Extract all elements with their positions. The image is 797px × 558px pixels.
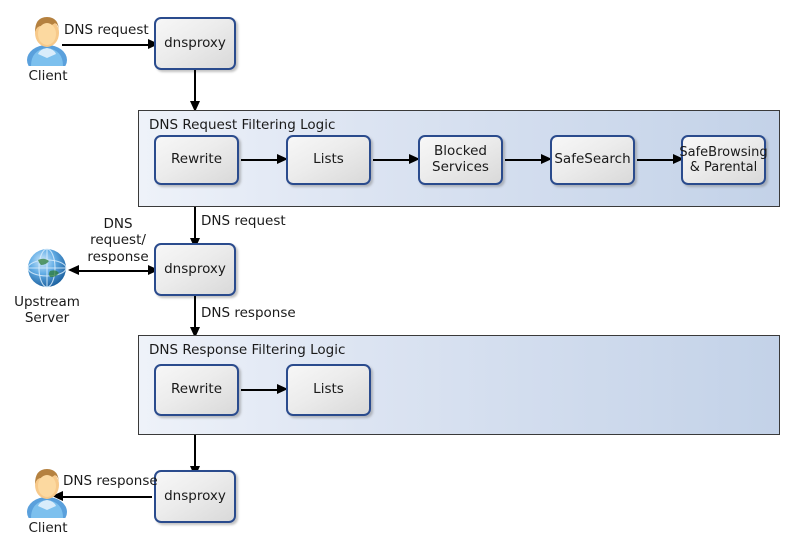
edge-label-proxy-to-response-panel: DNS response <box>201 305 296 321</box>
dnsproxy-bottom[interactable]: dnsproxy <box>154 470 236 523</box>
arrowhead-to-upstream <box>68 264 79 275</box>
response-filtering-panel: DNS Response Filtering Logic <box>138 335 780 435</box>
edge-lists-to-blocked-services <box>373 159 410 161</box>
user-avatar-icon <box>27 17 67 66</box>
dnsproxy-top[interactable]: dnsproxy <box>154 17 236 70</box>
edge-safesearch-to-safebrowsing <box>637 159 674 161</box>
request-panel-title: DNS Request Filtering Logic <box>149 117 336 133</box>
edge-label-upstream-exchange: DNS request/ response <box>87 216 149 265</box>
request-stage-safesearch[interactable]: SafeSearch <box>550 135 635 185</box>
arrowhead-safesearch-to-safebrowsing <box>673 153 684 164</box>
response-stage-lists[interactable]: Lists <box>286 364 371 416</box>
edge-request-panel-to-proxy <box>194 207 196 240</box>
edge-proxy-to-client <box>62 496 152 498</box>
edge-label-proxy-to-client: DNS response <box>63 473 158 489</box>
edge-upstream-to-proxy <box>79 270 149 272</box>
edge-label-panel-to-proxy: DNS request <box>201 213 286 229</box>
globe-icon <box>27 248 67 288</box>
arrowhead-blocked-services-to-safesearch <box>541 153 552 164</box>
request-stage-safebrowsing-parental[interactable]: SafeBrowsing & Parental <box>679 135 768 185</box>
arrowhead-lists-to-blocked-services <box>409 153 420 164</box>
edge-proxy-to-request-panel <box>194 70 196 103</box>
user-avatar-icon-bottom <box>27 469 67 518</box>
arrowhead-rewrite-to-lists <box>277 153 288 164</box>
client-top-label: Client <box>28 68 68 84</box>
arrowhead-to-proxy-middle <box>148 264 159 275</box>
response-panel-title: DNS Response Filtering Logic <box>149 342 346 358</box>
request-stage-lists[interactable]: Lists <box>286 135 371 185</box>
client-bottom-label: Client <box>28 520 68 536</box>
dnsproxy-middle[interactable]: dnsproxy <box>154 243 236 296</box>
response-stage-rewrite[interactable]: Rewrite <box>154 364 239 416</box>
edge-rewrite-to-lists <box>241 159 278 161</box>
arrowhead-proxy-to-request-panel <box>189 101 200 112</box>
arrowhead-proxy-to-client <box>52 490 63 501</box>
edge-proxy-to-response-panel <box>194 296 196 329</box>
upstream-server-label: Upstream Server <box>14 294 80 327</box>
edge-response-panel-to-proxy <box>194 435 196 468</box>
edge-client-to-proxy <box>62 44 149 46</box>
arrowhead-response-rewrite-to-lists <box>277 383 288 394</box>
request-stage-rewrite[interactable]: Rewrite <box>154 135 239 185</box>
edge-label-client-to-proxy: DNS request <box>64 22 149 38</box>
request-stage-blocked-services[interactable]: Blocked Services <box>418 135 503 185</box>
edge-blocked-services-to-safesearch <box>505 159 542 161</box>
arrowhead-proxy-to-response-panel <box>189 327 200 338</box>
edge-response-rewrite-to-lists <box>241 389 278 391</box>
arrowhead-client-to-proxy <box>148 38 159 49</box>
